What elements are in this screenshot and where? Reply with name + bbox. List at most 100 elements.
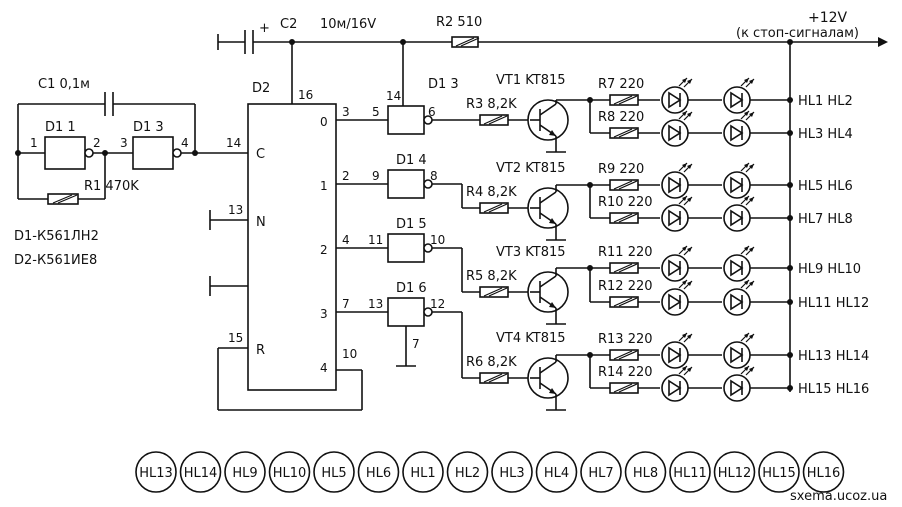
led-resistor-a-1 xyxy=(609,94,639,106)
transistor-label-3: VT3 KT815 xyxy=(496,245,566,260)
lamp-hl4: HL4 xyxy=(535,451,578,493)
base-resistor-label-1: R3 8,2K xyxy=(466,97,517,112)
svg-text:7: 7 xyxy=(342,297,350,311)
led-group-a-label-2: HL5 HL6 xyxy=(798,179,853,194)
led-group-b-label-2: HL7 HL8 xyxy=(798,212,853,227)
led-b1-1 xyxy=(661,110,693,147)
led-group-b-label-4: HL15 HL16 xyxy=(798,382,869,397)
lamp-label: HL4 xyxy=(544,466,569,481)
svg-text:+: + xyxy=(259,21,270,36)
lamp-hl15: HL15 xyxy=(758,451,800,493)
led-resistor-b-1 xyxy=(609,127,639,139)
svg-text:1: 1 xyxy=(320,179,328,193)
svg-text:N: N xyxy=(256,215,266,230)
capacitor-c2: + C2 10м/16V xyxy=(217,17,376,54)
svg-text:6: 6 xyxy=(428,105,436,119)
svg-text:2: 2 xyxy=(93,136,101,150)
svg-text:2: 2 xyxy=(342,169,350,183)
svg-text:14: 14 xyxy=(226,136,241,150)
svg-text:10: 10 xyxy=(430,233,445,247)
lamp-hl2: HL2 xyxy=(446,451,489,493)
gate-d1-3a-label: D1 3 xyxy=(133,120,164,135)
led-group-b-label-1: HL3 HL4 xyxy=(798,127,853,142)
d1-type-note: D1-К561ЛН2 xyxy=(14,229,99,244)
svg-text:12: 12 xyxy=(430,297,445,311)
lamp-label: HL9 xyxy=(232,466,257,481)
resistor-r2: R2 510 xyxy=(436,15,482,48)
transistor-label-2: VT2 KT815 xyxy=(496,161,566,176)
lamp-label: HL1 xyxy=(410,466,435,481)
led-a2-1 xyxy=(723,77,755,114)
lamp-hl6: HL6 xyxy=(357,451,400,493)
led-a2-2 xyxy=(723,162,755,199)
supply-voltage: +12V xyxy=(808,10,848,26)
base-resistor-1 xyxy=(479,114,509,126)
lamp-label: HL12 xyxy=(718,466,752,481)
led-resistor-b-2 xyxy=(609,212,639,224)
lamp-hl10: HL10 xyxy=(268,451,311,493)
lamp-hl8: HL8 xyxy=(624,451,667,493)
lamp-hl14: HL14 xyxy=(179,451,222,493)
led-group-a-label-3: HL9 HL10 xyxy=(798,262,861,277)
led-resistor-b-4 xyxy=(609,382,639,394)
base-resistor-label-2: R4 8,2K xyxy=(466,185,517,200)
r1-label: R1 470K xyxy=(84,179,139,194)
led-group-a-label-4: HL13 HL14 xyxy=(798,349,869,364)
gate-d1-1-label: D1 1 xyxy=(45,120,76,135)
led-resistor-b-label-3: R12 220 xyxy=(598,279,653,294)
led-b1-2 xyxy=(661,195,693,232)
led-resistor-b-label-2: R10 220 xyxy=(598,195,653,210)
svg-text:D1 5: D1 5 xyxy=(396,217,427,232)
buffer-gate-d1-5: D1 5 11 10 xyxy=(368,217,445,263)
led-resistor-a-4 xyxy=(609,349,639,361)
counter-output-wires xyxy=(336,119,388,313)
led-a2-4 xyxy=(723,332,755,369)
svg-text:14: 14 xyxy=(386,89,401,103)
supply-note: (к стоп-сигналам) xyxy=(736,26,859,41)
lamp-hl3: HL3 xyxy=(491,451,533,493)
supply-rail: +12V (к стоп-сигналам) xyxy=(270,10,888,392)
r2-label: R2 510 xyxy=(436,15,482,30)
c1-label: C1 0,1м xyxy=(38,77,90,92)
buffer-gate-d1-3: D1 3 5 14 6 xyxy=(372,42,459,135)
svg-text:0: 0 xyxy=(320,115,328,129)
led-b2-1 xyxy=(723,110,755,147)
svg-text:16: 16 xyxy=(298,88,313,102)
svg-text:2: 2 xyxy=(320,243,328,257)
led-resistor-a-label-1: R7 220 xyxy=(598,77,644,92)
lamp-hl16: HL16 xyxy=(802,451,845,493)
base-resistor-label-3: R5 8,2K xyxy=(466,269,517,284)
svg-text:4: 4 xyxy=(320,361,328,375)
led-group-a-label-1: HL1 HL2 xyxy=(798,94,853,109)
led-b2-4 xyxy=(723,365,755,402)
svg-text:D1 3: D1 3 xyxy=(428,77,459,92)
lamp-hl13: HL13 xyxy=(135,451,177,493)
lamp-label: HL11 xyxy=(673,466,707,481)
led-a1-3 xyxy=(661,245,693,282)
led-a2-3 xyxy=(723,245,755,282)
svg-text:5: 5 xyxy=(372,105,380,119)
svg-text:4: 4 xyxy=(181,136,189,150)
led-resistor-b-label-1: R8 220 xyxy=(598,110,644,125)
lamp-label: HL7 xyxy=(588,466,613,481)
svg-text:3: 3 xyxy=(342,105,350,119)
svg-text:7: 7 xyxy=(412,337,420,351)
lamp-hl5: HL5 xyxy=(313,451,355,493)
svg-text:9: 9 xyxy=(372,169,380,183)
base-resistor-2 xyxy=(479,202,509,214)
transistor-label-4: VT4 KT815 xyxy=(496,331,566,346)
base-resistor-3 xyxy=(479,286,509,298)
lamp-label: HL15 xyxy=(762,466,796,481)
svg-text:R: R xyxy=(256,343,265,358)
base-resistor-label-4: R6 8,2K xyxy=(466,355,517,370)
svg-text:10: 10 xyxy=(342,347,357,361)
led-b2-3 xyxy=(723,279,755,316)
led-resistor-a-2 xyxy=(609,179,639,191)
lamp-hl7: HL7 xyxy=(580,451,622,493)
svg-text:13: 13 xyxy=(368,297,383,311)
lamp-label: HL2 xyxy=(455,466,480,481)
